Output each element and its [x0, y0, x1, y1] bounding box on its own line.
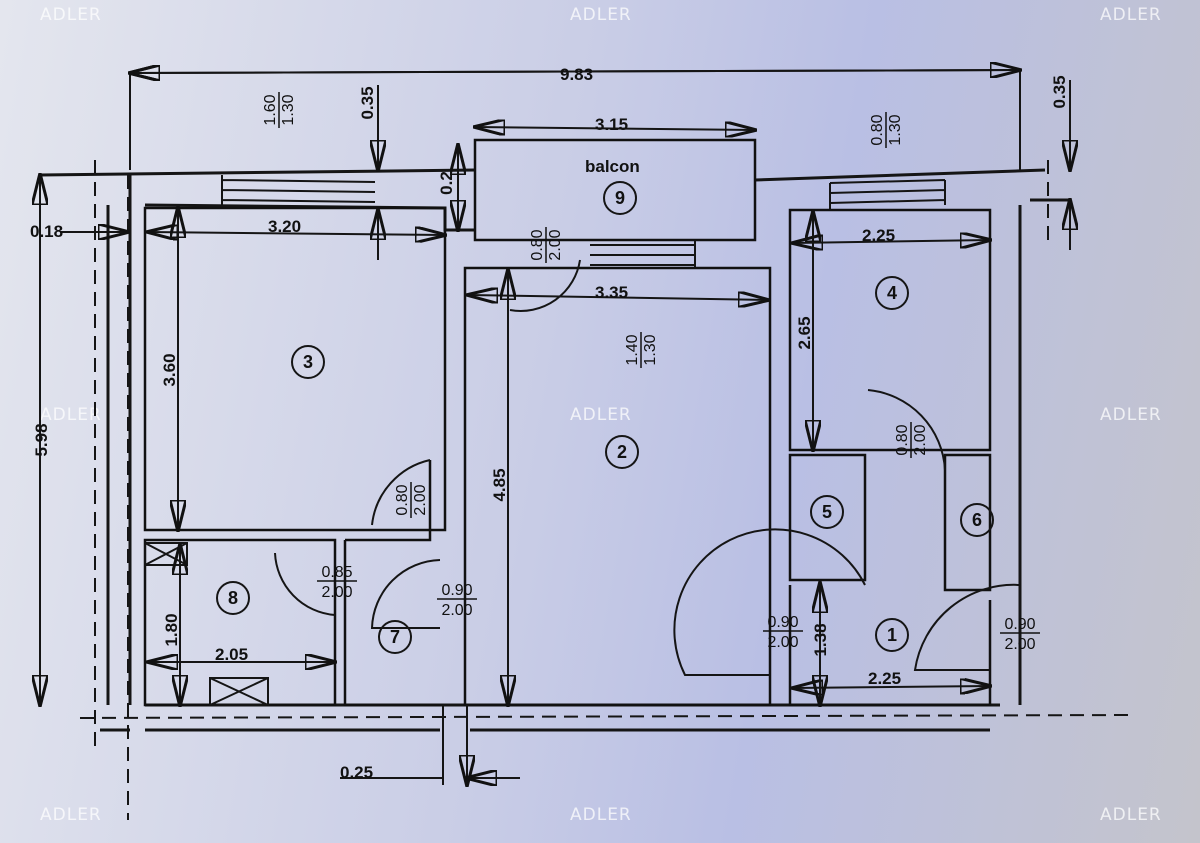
- svg-text:2.00: 2.00: [321, 584, 352, 601]
- watermark: ADLER: [40, 5, 102, 25]
- dim-balcony-offset: 0.2: [437, 171, 456, 195]
- watermark: ADLER: [570, 405, 632, 425]
- svg-text:0.80: 0.80: [529, 229, 546, 260]
- balcony-label: balcon: [585, 157, 640, 176]
- door-room7-size: 0.90 2.00: [437, 582, 477, 619]
- door-balcony-size: 0.80 2.00: [529, 227, 564, 263]
- svg-text:0.85: 0.85: [321, 564, 352, 581]
- dim-room8-width: 2.05: [215, 645, 248, 664]
- dim-room2-width: 3.35: [595, 283, 628, 302]
- dimension-lines: [40, 70, 1070, 785]
- dim-total-depth: 5.98: [32, 423, 51, 456]
- door-room1-size: 0.90 2.00: [763, 614, 803, 651]
- door-entry-size: 0.90 2.00: [1000, 616, 1040, 653]
- window-room2-size: 1.40 1.30: [624, 332, 659, 368]
- dim-balcony-width: 3.15: [595, 115, 628, 134]
- room-number-1: 1: [887, 625, 897, 645]
- watermark: ADLER: [570, 805, 632, 825]
- room-5: [788, 453, 867, 582]
- svg-text:2.00: 2.00: [441, 602, 472, 619]
- dim-offset-top-left: 0.35: [358, 86, 377, 119]
- svg-text:2.00: 2.00: [1004, 636, 1035, 653]
- room-number-8: 8: [228, 588, 238, 608]
- svg-text:0.80: 0.80: [394, 484, 411, 515]
- svg-text:1.30: 1.30: [280, 94, 297, 125]
- svg-text:1.40: 1.40: [624, 334, 641, 365]
- svg-text:1.30: 1.30: [642, 334, 659, 365]
- svg-text:2.00: 2.00: [767, 634, 798, 651]
- room-4: [788, 208, 992, 452]
- dim-room2-depth: 4.85: [490, 468, 509, 501]
- room-numbers: 9 3 2 4 5 6 1 8 7: [216, 181, 994, 654]
- dim-room1-depth: 1.38: [811, 623, 830, 656]
- dim-room3-depth: 3.60: [160, 353, 179, 386]
- room-number-9: 9: [615, 188, 625, 208]
- room-number-4: 4: [887, 283, 897, 303]
- door-room8-size: 0.85 2.00: [317, 564, 357, 601]
- door-room3-size: 0.80 2.00: [394, 482, 429, 518]
- dim-total-width: 9.83: [560, 65, 593, 84]
- watermark: ADLER: [1100, 405, 1162, 425]
- dim-room1-width: 2.25: [868, 669, 901, 688]
- dim-wall-left: 0.18: [30, 222, 63, 241]
- svg-text:0.90: 0.90: [1004, 616, 1035, 633]
- walls: [39, 160, 1136, 820]
- watermark: ADLER: [570, 5, 632, 25]
- watermark: ADLER: [40, 405, 102, 425]
- svg-text:1.30: 1.30: [887, 114, 904, 145]
- room-number-2: 2: [617, 442, 627, 462]
- room-number-7: 7: [390, 627, 400, 647]
- dim-room4-width: 2.25: [862, 226, 895, 245]
- svg-text:0.90: 0.90: [441, 582, 472, 599]
- dim-room8-depth: 1.80: [162, 613, 181, 646]
- door-swings: [274, 259, 1021, 676]
- room-number-3: 3: [303, 352, 313, 372]
- window-room3-size: 1.60 1.30: [262, 92, 297, 128]
- room-3: [143, 206, 447, 532]
- svg-text:1.60: 1.60: [262, 94, 279, 125]
- dim-room3-width: 3.20: [268, 217, 301, 236]
- room-9-balcony: [473, 138, 757, 242]
- svg-text:0.80: 0.80: [869, 114, 886, 145]
- dim-wall-bottom: 0.25: [340, 763, 373, 782]
- svg-text:2.00: 2.00: [412, 484, 429, 515]
- watermarks: ADLER ADLER ADLER ADLER ADLER ADLER ADLE…: [40, 5, 1162, 825]
- room-6: [943, 453, 992, 592]
- svg-text:0.90: 0.90: [767, 614, 798, 631]
- door-room4-size: 0.80 2.00: [894, 422, 929, 458]
- window-room4-size: 0.80 1.30: [869, 112, 904, 148]
- svg-text:2.00: 2.00: [912, 424, 929, 455]
- watermark: ADLER: [1100, 5, 1162, 25]
- svg-text:2.00: 2.00: [547, 229, 564, 260]
- room-1: [788, 585, 992, 707]
- room-7: [343, 460, 440, 707]
- svg-text:0.80: 0.80: [894, 424, 911, 455]
- room-number-5: 5: [822, 502, 832, 522]
- room-2: [463, 266, 772, 707]
- dim-offset-top-right: 0.35: [1050, 75, 1069, 108]
- dim-room4-depth: 2.65: [795, 316, 814, 349]
- watermark: ADLER: [1100, 805, 1162, 825]
- watermark: ADLER: [40, 805, 102, 825]
- room-number-6: 6: [972, 510, 982, 530]
